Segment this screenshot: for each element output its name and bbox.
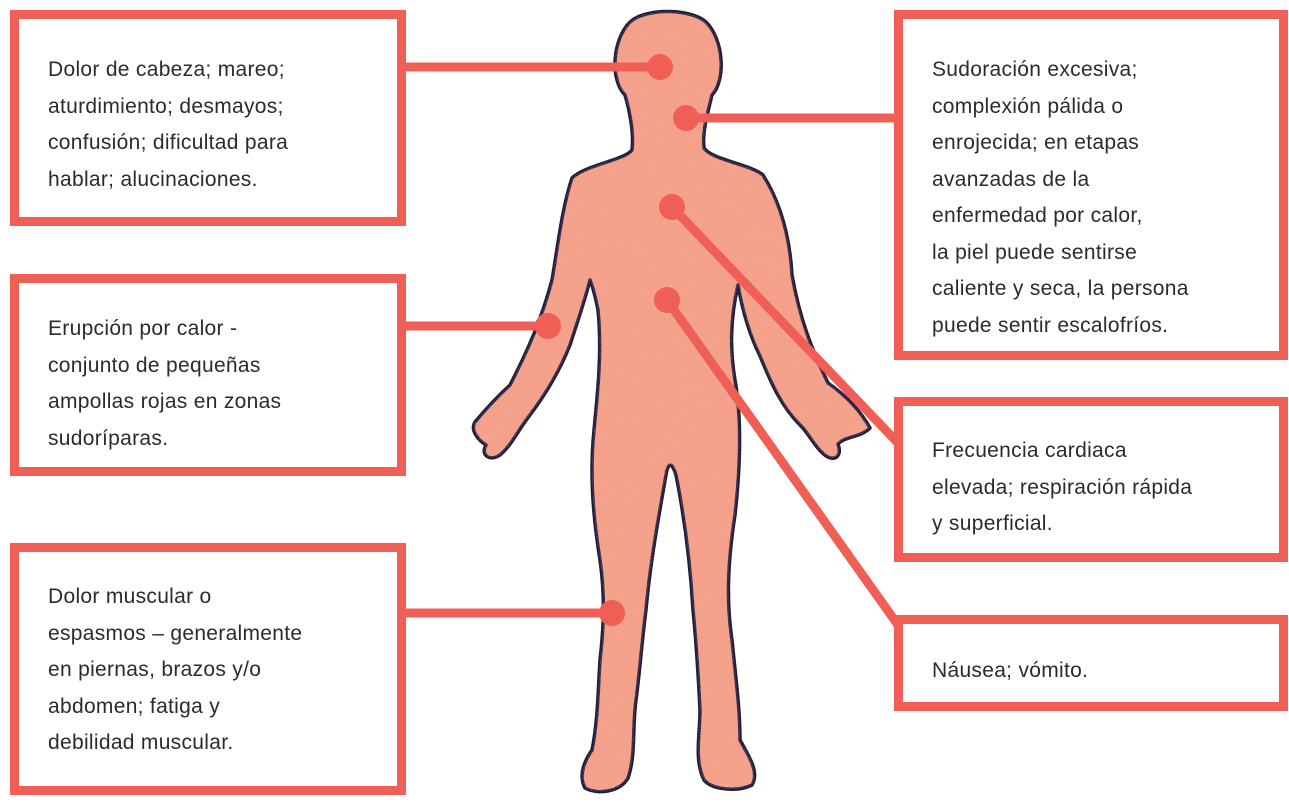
callout-skin: Sudoración excesiva; complexión pálida o… bbox=[894, 10, 1288, 360]
callout-head: Dolor de cabeza; mareo; aturdimiento; de… bbox=[10, 10, 406, 226]
callout-muscle-text: Dolor muscular o espasmos – generalmente… bbox=[48, 579, 302, 762]
callout-nausea-text: Náusea; vómito. bbox=[932, 653, 1088, 690]
human-figure bbox=[473, 12, 870, 792]
callout-nausea: Náusea; vómito. bbox=[894, 615, 1288, 711]
marker-rash bbox=[535, 313, 561, 339]
callout-muscle: Dolor muscular o espasmos – generalmente… bbox=[10, 543, 406, 795]
callout-rash-text: Erupción por calor - conjunto de pequeña… bbox=[48, 311, 281, 457]
body-texture bbox=[473, 12, 870, 792]
callout-skin-text: Sudoración excesiva; complexión pálida o… bbox=[932, 52, 1189, 344]
callout-heart-text: Frecuencia cardiaca elevada; respiración… bbox=[932, 433, 1192, 543]
callout-heart: Frecuencia cardiaca elevada; respiración… bbox=[894, 397, 1288, 562]
callout-rash: Erupción por calor - conjunto de pequeña… bbox=[10, 274, 406, 476]
marker-head bbox=[647, 54, 673, 80]
callout-head-text: Dolor de cabeza; mareo; aturdimiento; de… bbox=[48, 52, 288, 198]
marker-muscle bbox=[599, 600, 625, 626]
marker-heart bbox=[659, 194, 685, 220]
marker-nausea bbox=[654, 287, 680, 313]
marker-skin bbox=[673, 105, 699, 131]
